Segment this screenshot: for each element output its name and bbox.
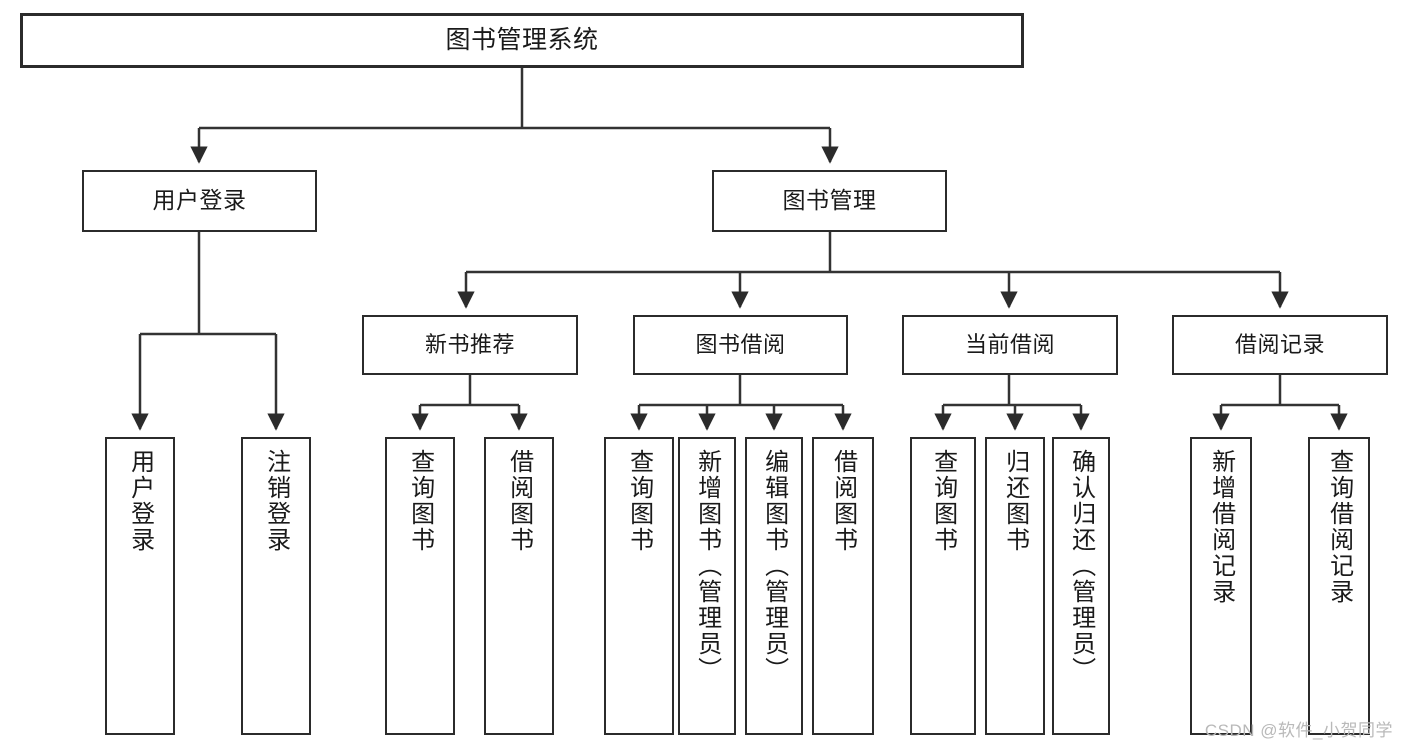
leaf-query-book-current[interactable]: 查询图书 (910, 437, 976, 735)
node-book-borrow-label: 图书借阅 (695, 332, 786, 358)
leaf-return-book-label: 归还图书 (1001, 449, 1029, 553)
leaf-logout[interactable]: 注销登录 (241, 437, 311, 735)
leaf-borrow-book[interactable]: 借阅图书 (812, 437, 874, 735)
node-new-book-recommend[interactable]: 新书推荐 (362, 315, 578, 375)
node-root[interactable]: 图书管理系统 (20, 13, 1024, 68)
leaf-query-borrow-record-label: 查询借阅记录 (1325, 449, 1353, 605)
node-book-borrow[interactable]: 图书借阅 (633, 315, 848, 375)
node-book-manage[interactable]: 图书管理 (712, 170, 947, 232)
leaf-borrow-book-recommend[interactable]: 借阅图书 (484, 437, 554, 735)
watermark: CSDN @软件_小贺同学 (1204, 721, 1393, 740)
leaf-confirm-return-admin-label: 确认归还（管理员） (1067, 449, 1095, 683)
node-borrow-record[interactable]: 借阅记录 (1172, 315, 1388, 375)
leaf-borrow-book-recommend-label: 借阅图书 (505, 449, 533, 553)
leaf-query-book-borrow-label: 查询图书 (625, 449, 653, 553)
node-user-login-label: 用户登录 (152, 187, 247, 214)
leaf-add-book-admin-label: 新增图书（管理员） (693, 449, 721, 683)
leaf-user-login-label: 用户登录 (126, 449, 154, 553)
node-current-borrow-label: 当前借阅 (964, 332, 1055, 358)
leaf-query-book-borrow[interactable]: 查询图书 (604, 437, 674, 735)
leaf-add-borrow-record-label: 新增借阅记录 (1207, 449, 1235, 605)
leaf-query-book-recommend[interactable]: 查询图书 (385, 437, 455, 735)
leaf-user-login[interactable]: 用户登录 (105, 437, 175, 735)
leaf-add-borrow-record[interactable]: 新增借阅记录 (1190, 437, 1252, 735)
node-borrow-record-label: 借阅记录 (1234, 332, 1325, 358)
node-book-manage-label: 图书管理 (782, 187, 877, 214)
leaf-query-book-current-label: 查询图书 (929, 449, 957, 553)
leaf-edit-book-admin-label: 编辑图书（管理员） (760, 449, 788, 683)
leaf-query-borrow-record[interactable]: 查询借阅记录 (1308, 437, 1370, 735)
leaf-return-book[interactable]: 归还图书 (985, 437, 1045, 735)
leaf-query-book-recommend-label: 查询图书 (406, 449, 434, 553)
leaf-logout-label: 注销登录 (262, 449, 290, 553)
leaf-add-book-admin[interactable]: 新增图书（管理员） (678, 437, 736, 735)
leaf-confirm-return-admin[interactable]: 确认归还（管理员） (1052, 437, 1110, 735)
leaf-borrow-book-label: 借阅图书 (829, 449, 857, 553)
node-new-book-recommend-label: 新书推荐 (424, 332, 515, 358)
leaf-edit-book-admin[interactable]: 编辑图书（管理员） (745, 437, 803, 735)
node-current-borrow[interactable]: 当前借阅 (902, 315, 1118, 375)
node-user-login[interactable]: 用户登录 (82, 170, 317, 232)
node-root-label: 图书管理系统 (445, 25, 599, 54)
